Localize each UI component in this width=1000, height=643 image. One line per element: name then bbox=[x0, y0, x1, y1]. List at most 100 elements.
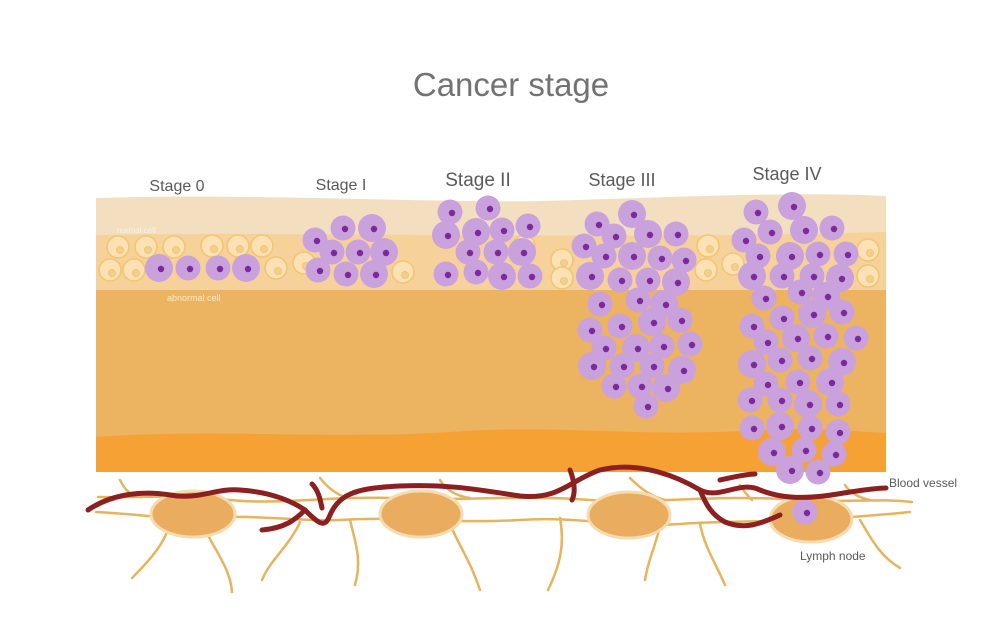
normal-cell bbox=[106, 235, 130, 259]
abnormal-cell bbox=[345, 239, 371, 265]
abnormal-cell bbox=[437, 199, 463, 225]
stage-2-label: Stage II bbox=[445, 170, 511, 191]
abnormal-cell bbox=[743, 199, 769, 225]
abnormal-cell bbox=[432, 221, 460, 249]
abnormal-cell bbox=[791, 437, 817, 463]
normal-cell bbox=[98, 258, 122, 282]
abnormal-cell bbox=[515, 213, 541, 239]
abnormal-cell bbox=[360, 260, 388, 288]
abnormal-cells bbox=[145, 192, 869, 525]
lymph-node-1 bbox=[149, 489, 237, 539]
abnormal-cell bbox=[813, 323, 839, 349]
normal-cell bbox=[696, 234, 720, 258]
abnormal-cell bbox=[333, 261, 359, 287]
normal-cell bbox=[226, 234, 250, 258]
abnormal-cell bbox=[769, 263, 795, 289]
abnormal-cell bbox=[833, 241, 859, 267]
abnormal-cell bbox=[618, 200, 646, 228]
abnormal-cell bbox=[330, 215, 356, 241]
abnormal-cell bbox=[627, 373, 653, 399]
abnormal-cell bbox=[819, 215, 845, 241]
abnormal-cell bbox=[633, 393, 659, 419]
abnormal-cell bbox=[677, 331, 703, 357]
abnormal-cell bbox=[787, 279, 813, 305]
abnormal-cell bbox=[591, 243, 617, 269]
abnormal-cell bbox=[463, 259, 489, 285]
abnormal-cell bbox=[607, 313, 633, 339]
abnormal-cell bbox=[232, 254, 260, 282]
normal-cell bbox=[694, 258, 718, 282]
abnormal-cell bbox=[739, 415, 765, 441]
abnormal-cell bbox=[782, 324, 810, 352]
normal-cell-label: normal cell bbox=[117, 226, 156, 235]
abnormal-cell bbox=[671, 247, 697, 273]
normal-cell bbox=[721, 252, 745, 276]
abnormal-cell bbox=[649, 333, 675, 359]
abnormal-cell bbox=[638, 308, 666, 336]
abnormal-cell bbox=[769, 305, 795, 331]
normal-cell bbox=[550, 266, 574, 290]
abnormal-cell bbox=[805, 459, 831, 485]
abnormal-cell bbox=[652, 374, 680, 402]
abnormal-cell bbox=[668, 356, 696, 384]
abnormal-cell bbox=[455, 239, 481, 265]
abnormal-cell bbox=[843, 325, 869, 351]
normal-cell bbox=[856, 264, 880, 288]
abnormal-cell bbox=[305, 257, 331, 283]
abnormal-cell bbox=[662, 268, 690, 296]
blood-vessel bbox=[85, 464, 889, 533]
abnormal-cell bbox=[776, 456, 804, 484]
abnormal-cell bbox=[601, 223, 627, 249]
lymph-node-label: Lymph node bbox=[800, 549, 866, 563]
abnormal-cell bbox=[475, 195, 501, 221]
abnormal-cell bbox=[175, 255, 201, 281]
abnormal-cell bbox=[663, 221, 689, 247]
abnormal-cell bbox=[587, 291, 613, 317]
abnormal-cell bbox=[757, 219, 783, 245]
abnormal-cell bbox=[634, 220, 662, 248]
lymph-node-2 bbox=[378, 489, 464, 539]
abnormal-cell bbox=[738, 350, 766, 378]
abnormal-cell bbox=[601, 373, 627, 399]
normal-cell bbox=[264, 256, 288, 280]
abnormal-cell bbox=[319, 239, 345, 265]
normal-cell bbox=[856, 238, 880, 262]
abnormal-cell bbox=[483, 239, 509, 265]
abnormal-cell bbox=[145, 254, 173, 282]
abnormal-cell bbox=[816, 368, 844, 396]
abnormal-cell bbox=[766, 412, 794, 440]
normal-cell bbox=[200, 234, 224, 258]
abnormal-cell bbox=[618, 242, 646, 270]
abnormal-cell bbox=[821, 441, 847, 467]
stage-3-label: Stage III bbox=[588, 170, 655, 190]
abnormal-cell bbox=[625, 287, 651, 313]
abnormal-cell bbox=[358, 214, 386, 242]
abnormal-cell bbox=[433, 261, 459, 287]
lymph-node-3 bbox=[586, 490, 672, 540]
abnormal-cell bbox=[825, 391, 851, 417]
abnormal-cell bbox=[751, 285, 777, 311]
abnormal-cell bbox=[622, 334, 650, 362]
abnormal-cell-label: abnormal cell bbox=[167, 293, 221, 303]
normal-cell bbox=[162, 235, 186, 259]
stage-1-label: Stage I bbox=[316, 177, 367, 194]
abnormal-cell bbox=[753, 329, 779, 355]
abnormal-cell bbox=[639, 353, 665, 379]
abnormal-cell bbox=[798, 300, 826, 328]
abnormal-cell bbox=[609, 353, 635, 379]
abnormal-cell bbox=[738, 262, 766, 290]
blood-vessel-label: Blood vessel bbox=[889, 476, 957, 490]
normal-cell bbox=[250, 234, 274, 258]
abnormal-cell bbox=[792, 499, 818, 525]
normal-cell bbox=[391, 260, 415, 284]
normal-cell bbox=[134, 235, 158, 259]
abnormal-cell bbox=[508, 238, 536, 266]
deep-tissue-layer bbox=[96, 429, 886, 472]
lymph-nodes bbox=[149, 489, 854, 544]
abnormal-cell bbox=[578, 352, 606, 380]
abnormal-cell bbox=[667, 307, 693, 333]
abnormal-cell bbox=[778, 192, 806, 220]
abnormal-cell bbox=[785, 369, 811, 395]
stage-4-label: Stage IV bbox=[752, 164, 821, 184]
